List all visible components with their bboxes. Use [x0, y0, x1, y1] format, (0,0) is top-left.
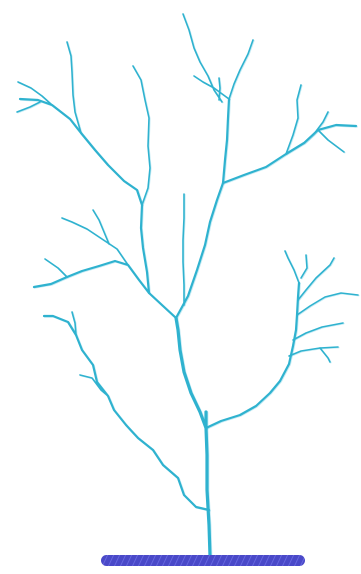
lower-left-limb — [44, 316, 209, 510]
mid-left-limb-shadow — [35, 262, 150, 294]
mid-left-twig-1 — [62, 218, 128, 265]
right-limb — [206, 283, 299, 428]
right-twig-2-shadow — [294, 324, 344, 341]
mid-left-limb — [34, 261, 149, 293]
right-twig-6 — [301, 255, 307, 278]
upper-right-twig-2 — [318, 130, 344, 152]
lower-left-twig-1 — [80, 375, 108, 396]
central-upper-twig-3 — [229, 40, 253, 99]
right-twig-3 — [297, 293, 358, 315]
upper-left-twig-1 — [133, 66, 150, 205]
central-upper-twig-2 — [194, 76, 229, 99]
lower-left-limb-shadow — [45, 317, 210, 511]
right-twig-4 — [298, 258, 334, 300]
right-twig-5 — [285, 251, 299, 283]
tree-trunk-upper-shadow — [177, 319, 207, 429]
central-upper-twig-5 — [219, 78, 220, 100]
ground-bar — [101, 555, 305, 566]
mid-left-twig-1-shadow — [63, 219, 129, 266]
mid-left-twig-3 — [45, 259, 67, 277]
tree — [17, 14, 359, 557]
right-twig-7 — [320, 348, 330, 362]
upper-left-twig-4 — [17, 102, 40, 112]
